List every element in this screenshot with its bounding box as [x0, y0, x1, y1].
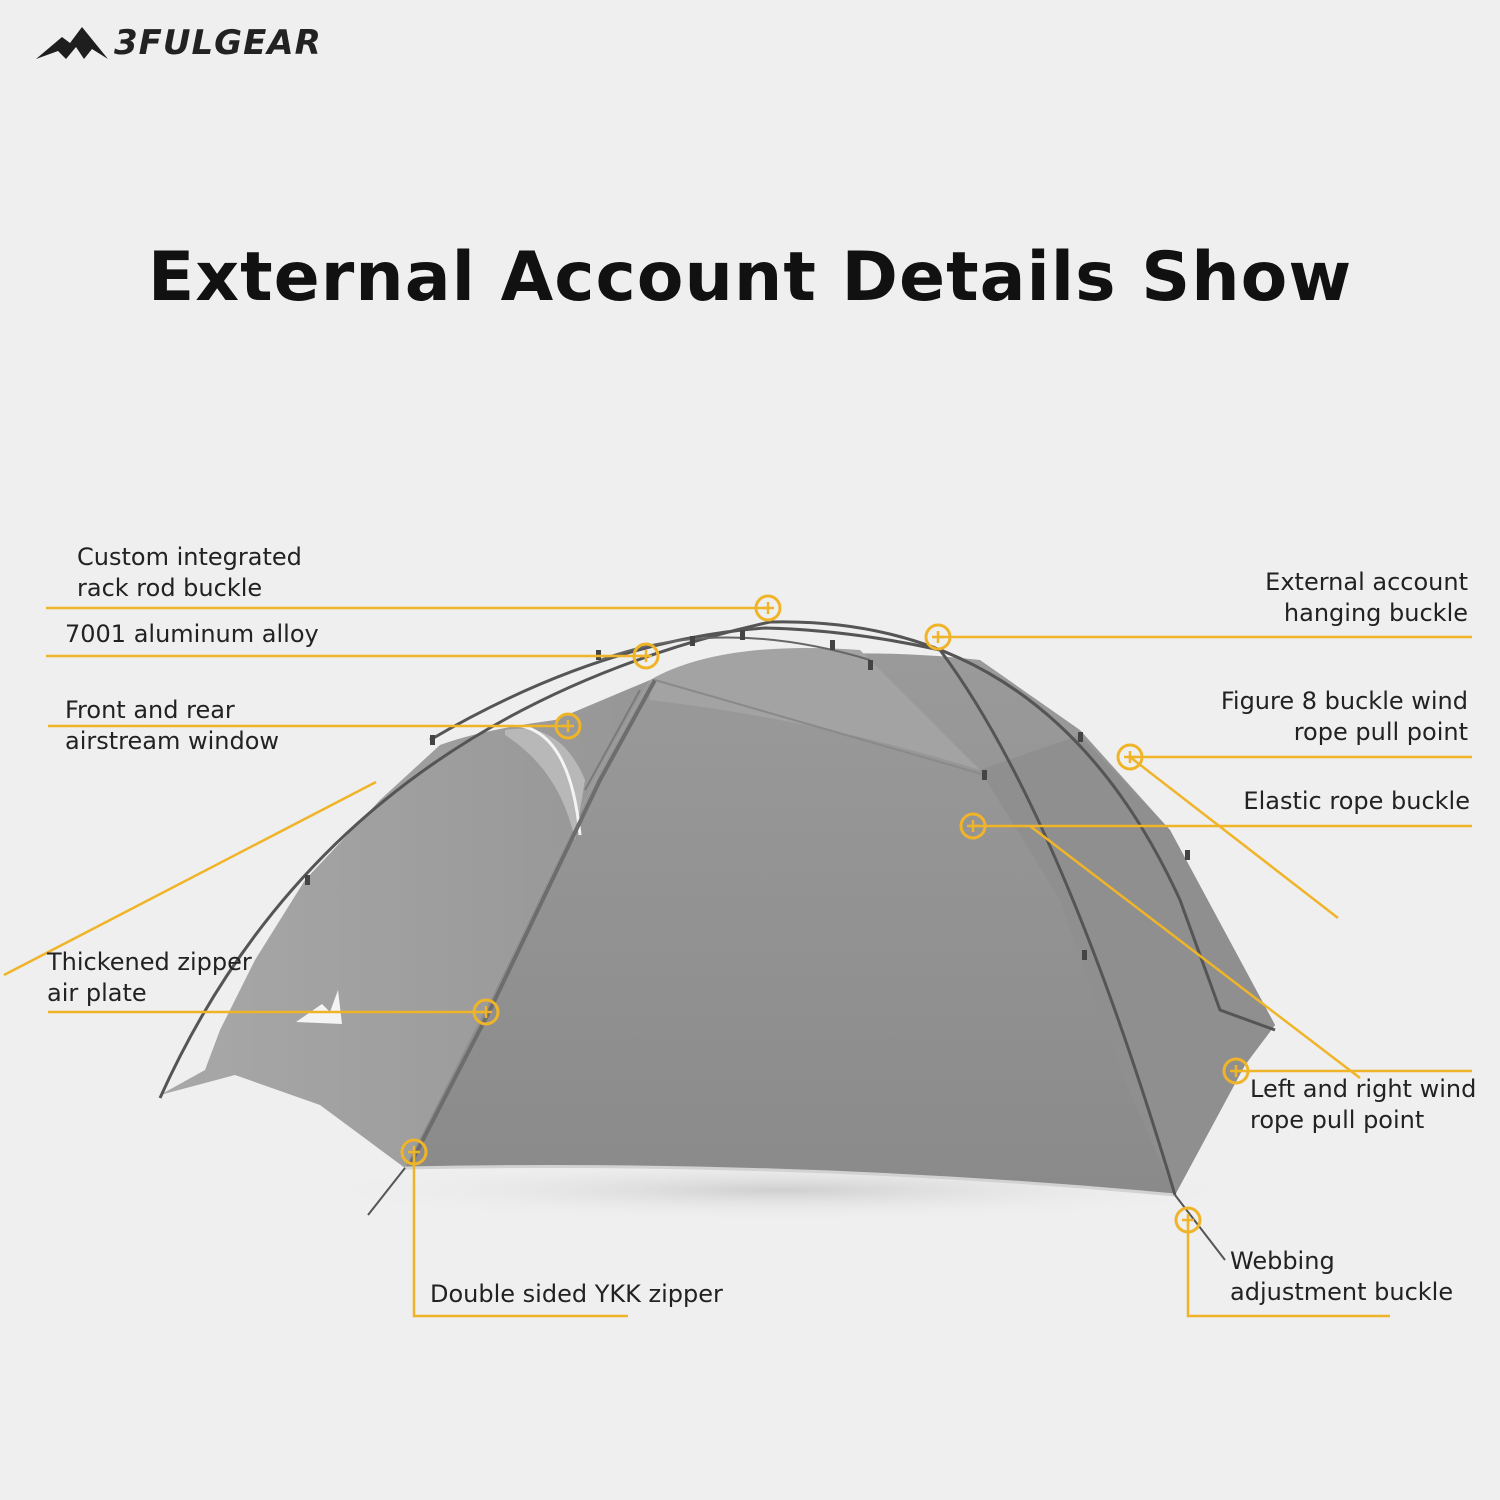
marker-ykk-zipper-icon — [400, 1138, 428, 1166]
callout-line-1: Custom integrated — [77, 543, 302, 571]
mountain-logo-icon — [36, 27, 108, 59]
callout-line-1: Webbing — [1230, 1247, 1335, 1275]
callout-line-2: rope pull point — [1250, 1106, 1425, 1134]
callout-line-2: adjustment buckle — [1230, 1278, 1454, 1306]
marker-airstream-window-icon — [554, 712, 582, 740]
callout-line-1: External account — [1265, 568, 1468, 596]
line-elastic-diagonal — [1029, 825, 1361, 1079]
stake-loop — [367, 1167, 406, 1216]
callout-line-2: rope pull point — [1293, 718, 1468, 746]
callout-line-2: rack rod buckle — [77, 574, 263, 602]
tent-floor-edge — [404, 1165, 1176, 1197]
callout-line-2: hanging buckle — [1283, 599, 1468, 627]
callout-markers — [400, 594, 1250, 1234]
callout-figure8-buckle: Figure 8 buckle wind rope pull point — [1221, 686, 1468, 748]
callout-airstream-window: Front and rear airstream window — [65, 695, 279, 757]
webbing-strap — [1174, 1194, 1226, 1261]
pole-ridge — [599, 636, 871, 661]
callout-line-1: Figure 8 buckle wind — [1220, 687, 1468, 715]
marker-aluminum-alloy-icon — [632, 642, 660, 670]
callout-webbing-buckle: Webbing adjustment buckle — [1230, 1246, 1453, 1308]
zipper-seam-shade — [584, 689, 641, 791]
marker-rack-rod-buckle-icon — [754, 594, 782, 622]
tent-logo-icon — [296, 990, 342, 1024]
callout-line-2: air plate — [47, 979, 147, 1007]
tent-roof-patch — [650, 648, 980, 770]
zipper-seam — [408, 679, 657, 1166]
airstream-window-shape — [505, 728, 585, 840]
marker-zipper-plate-icon — [472, 998, 500, 1026]
callout-elastic-rope-buckle: Elastic rope buckle — [1243, 786, 1470, 817]
callout-line-1: Elastic rope buckle — [1243, 787, 1470, 815]
brand-logo: 3FULGEAR — [36, 22, 322, 64]
marker-webbing-buckle-icon — [1174, 1206, 1202, 1234]
line-zipper-plate-diagonal — [3, 780, 377, 977]
marker-figure8-buckle-icon — [1116, 743, 1144, 771]
line-figure8-diagonal — [1129, 756, 1339, 919]
line-webbing-buckle — [1186, 1220, 1390, 1318]
callout-hanging-buckle: External account hanging buckle — [1265, 567, 1468, 629]
callout-line-1: Double sided YKK zipper — [430, 1280, 723, 1308]
vent-window-edge — [514, 723, 582, 836]
callout-aluminum-alloy: 7001 aluminum alloy — [65, 619, 319, 650]
callout-lines — [3, 606, 1472, 1318]
marker-elastic-rope-icon — [959, 812, 987, 840]
ridge-line — [654, 679, 986, 776]
callout-line-2: airstream window — [65, 727, 280, 755]
pole-front — [158, 620, 1276, 1099]
callout-wind-rope-pull-point: Left and right wind rope pull point — [1250, 1074, 1476, 1136]
line-ykk-zipper — [412, 1152, 628, 1318]
tent-right-wall — [980, 735, 1275, 1195]
callout-line-1: Thickened zipper — [47, 948, 252, 976]
tent-front-vestibule — [160, 680, 650, 1168]
page-title: External Account Details Show — [147, 238, 1353, 317]
callout-zipper-air-plate: Thickened zipper air plate — [47, 947, 252, 1009]
brand-name: 3FULGEAR — [114, 23, 322, 63]
callout-line-1: 7001 aluminum alloy — [65, 620, 319, 648]
callout-line-1: Left and right wind — [1250, 1075, 1477, 1103]
marker-hanging-buckle-icon — [924, 623, 952, 651]
callout-ykk-zipper: Double sided YKK zipper — [430, 1279, 723, 1310]
pole-cross — [429, 626, 1177, 1196]
callout-rack-rod-buckle: Custom integrated rack rod buckle — [77, 542, 302, 604]
callout-line-1: Front and rear — [65, 696, 235, 724]
marker-wind-rope-icon — [1222, 1057, 1250, 1085]
